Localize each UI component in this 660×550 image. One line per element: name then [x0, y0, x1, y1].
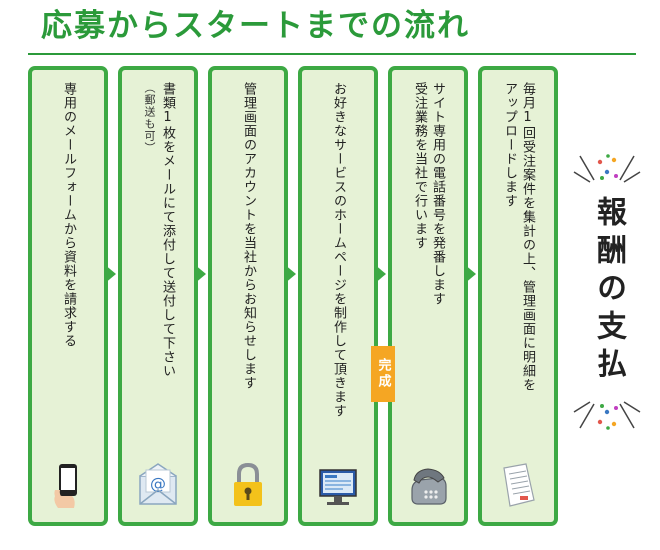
step-3-text: 管理画面のアカウントを当社からお知らせします [241, 82, 256, 390]
telephone-icon [411, 468, 447, 505]
title-divider [28, 53, 636, 55]
step-card-6: 毎月1回受注案件を集計の上、管理画面に明細を アップロードします [478, 66, 558, 526]
step-4-text: お好きなサービスのホームページを制作して頂きます [331, 82, 346, 418]
reward-payment-label: 報酬の支払 [591, 196, 626, 386]
padlock-icon [234, 462, 262, 506]
arrow-4 [374, 264, 386, 284]
arrow-5 [464, 264, 476, 284]
computer-monitor-icon [319, 469, 357, 505]
step-6-text-line-1: 毎月1回受注案件を集計の上、管理画面に明細を [520, 82, 535, 392]
step-1-text: 専用のメールフォームから資料を請求する [61, 82, 76, 348]
sparkle-bottom-icon [573, 401, 641, 430]
step-5-text-line-2: 受注業務を当社で行います [412, 82, 427, 250]
arrow-2 [194, 264, 206, 284]
step-card-5: サイト専用の電話番号を発番します 受注業務を当社で行います [388, 66, 468, 526]
step-card-4: お好きなサービスのホームページを制作して頂きます [298, 66, 378, 526]
step-6-text-line-2: アップロードします [502, 82, 517, 208]
step-card-3: 管理画面のアカウントを当社からお知らせします [208, 66, 288, 526]
step-2-text: 書類1枚をメールにて添付して送付して下さい [160, 82, 175, 378]
step-card-1: 専用のメールフォームから資料を請求する [28, 66, 108, 526]
page-title: 応募からスタートまでの流れ [41, 8, 470, 44]
smartphone-icon [54, 464, 77, 508]
document-icon [503, 463, 535, 507]
svg-text:@: @ [150, 474, 166, 493]
completion-badge: 完成 [371, 346, 395, 402]
step-card-2: 書類1枚をメールにて添付して送付して下さい （郵送も可） @ [118, 66, 198, 526]
step-5-text-line-1: サイト専用の電話番号を発番します [430, 82, 445, 306]
sparkle-top-icon [573, 154, 641, 183]
step-2-note: （郵送も可） [143, 82, 156, 154]
email-envelope-icon: @ [139, 463, 177, 505]
arrow-1 [104, 264, 116, 284]
arrow-3 [284, 264, 296, 284]
